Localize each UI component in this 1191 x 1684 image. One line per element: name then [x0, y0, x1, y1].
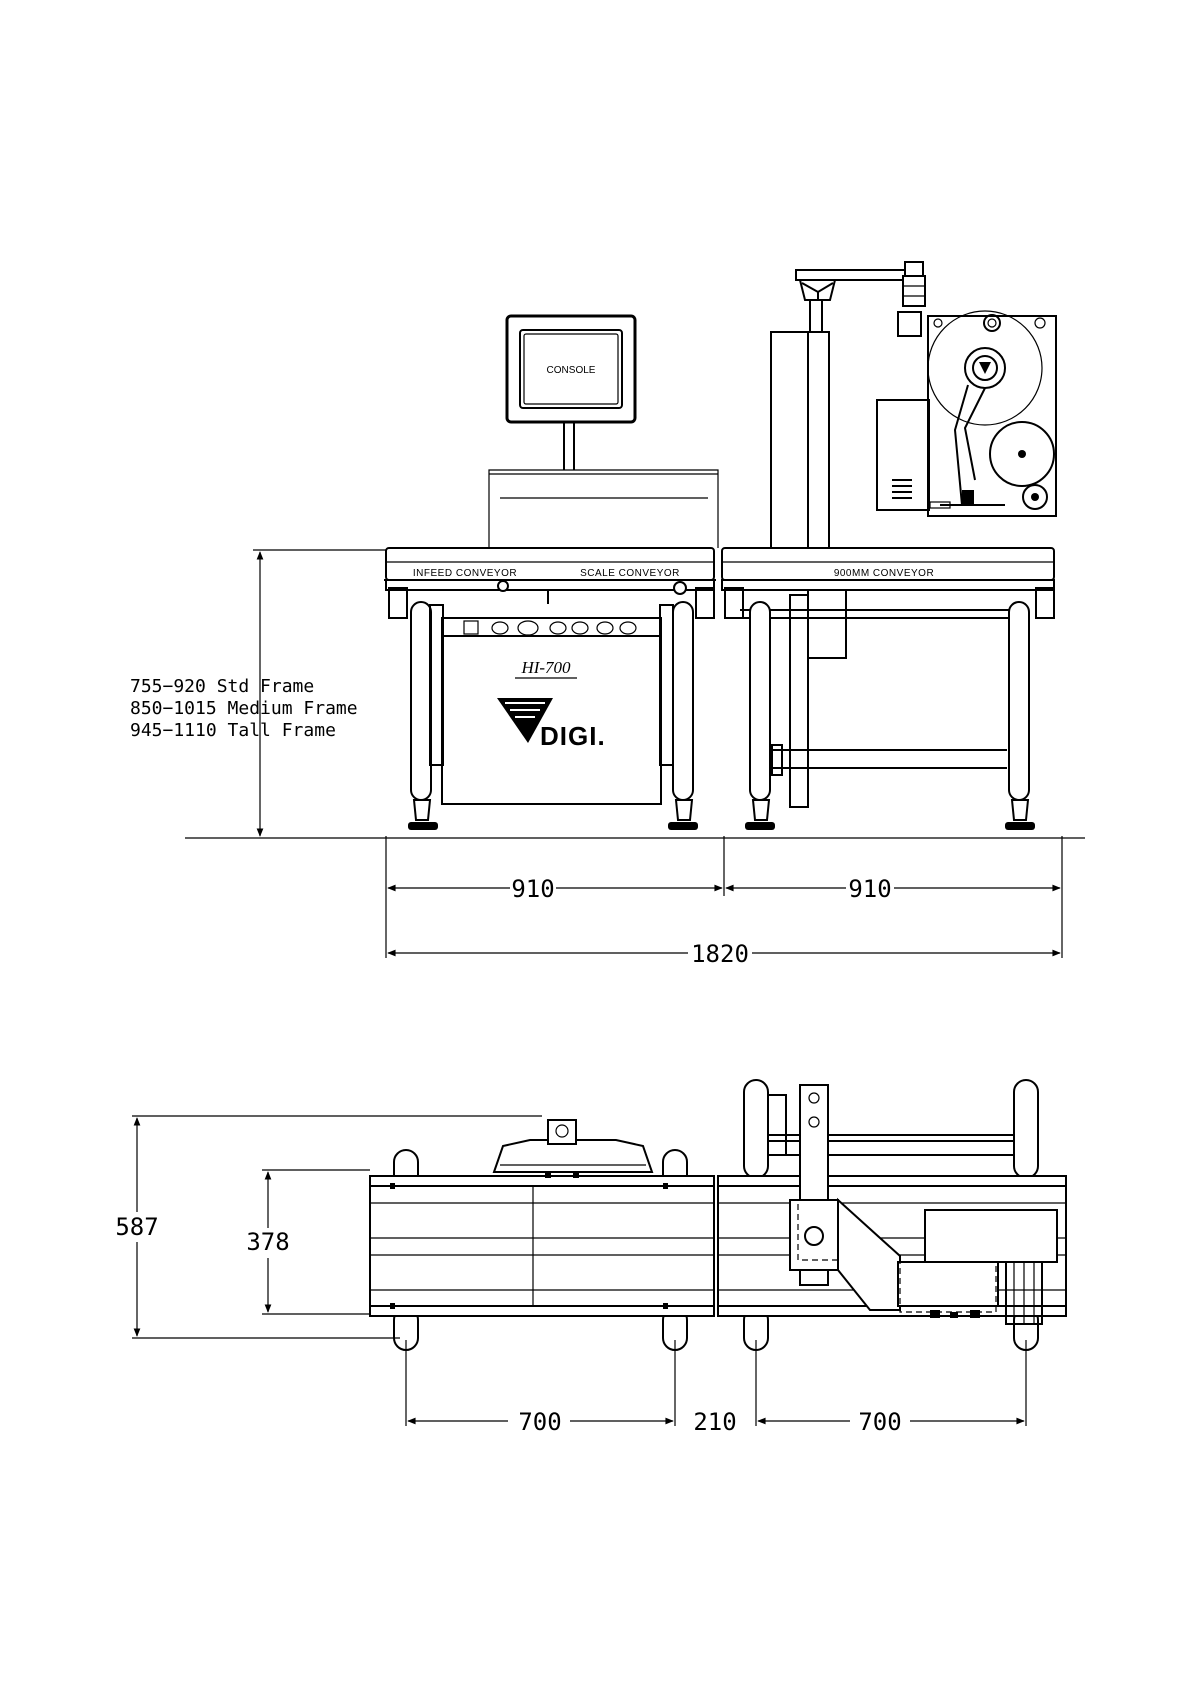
height-dimension: 755−920 Std Frame 850−1015 Medium Frame …: [130, 550, 386, 836]
control-cabinet: HI-700 DIGI.: [442, 618, 661, 804]
frame-height-tall: 945−1110 Tall Frame: [130, 720, 336, 741]
infeed-scale-conveyor-bed: INFEED CONVEYOR SCALE CONVEYOR: [384, 548, 716, 604]
labeller-column: [771, 262, 925, 548]
dim-total-1820: 1820: [691, 940, 749, 968]
model-label: HI-700: [520, 658, 571, 677]
frame-height-std: 755−920 Std Frame: [130, 676, 314, 697]
dim-leg-left-700: 700: [518, 1408, 561, 1436]
dim-leg-right-700: 700: [858, 1408, 901, 1436]
digi-logo: DIGI.: [497, 698, 606, 751]
900mm-conveyor-label: 900MM CONVEYOR: [834, 568, 934, 579]
frame-height-medium: 850−1015 Medium Frame: [130, 698, 358, 719]
console-label: CONSOLE: [547, 365, 596, 376]
outfeed-conveyor-bed: 900MM CONVEYOR: [722, 548, 1054, 618]
dim-left-910: 910: [511, 875, 554, 903]
console: CONSOLE: [507, 316, 635, 470]
dim-depth-587: 587: [115, 1213, 158, 1241]
top-view: 587 378 700 210 700: [110, 1080, 1066, 1436]
dim-gap-210: 210: [693, 1408, 736, 1436]
infeed-conveyor-label: INFEED CONVEYOR: [413, 568, 517, 579]
labeller-head: [877, 311, 1056, 516]
dim-right-910: 910: [848, 875, 891, 903]
leg-spacing-dimensions: 700 210 700: [406, 1340, 1026, 1436]
front-right-frame: [725, 588, 1054, 830]
dim-depth-378: 378: [246, 1228, 289, 1256]
top-left-conveyor: [370, 1120, 714, 1350]
scale-conveyor-label: SCALE CONVEYOR: [580, 568, 680, 579]
brand-label: DIGI.: [540, 721, 606, 751]
front-view: CONSOLE INFEED CONVEYOR SCALE CONVEYOR: [130, 262, 1085, 968]
guard-outline: [489, 470, 718, 548]
width-dimensions: 910 910 1820: [386, 836, 1062, 968]
